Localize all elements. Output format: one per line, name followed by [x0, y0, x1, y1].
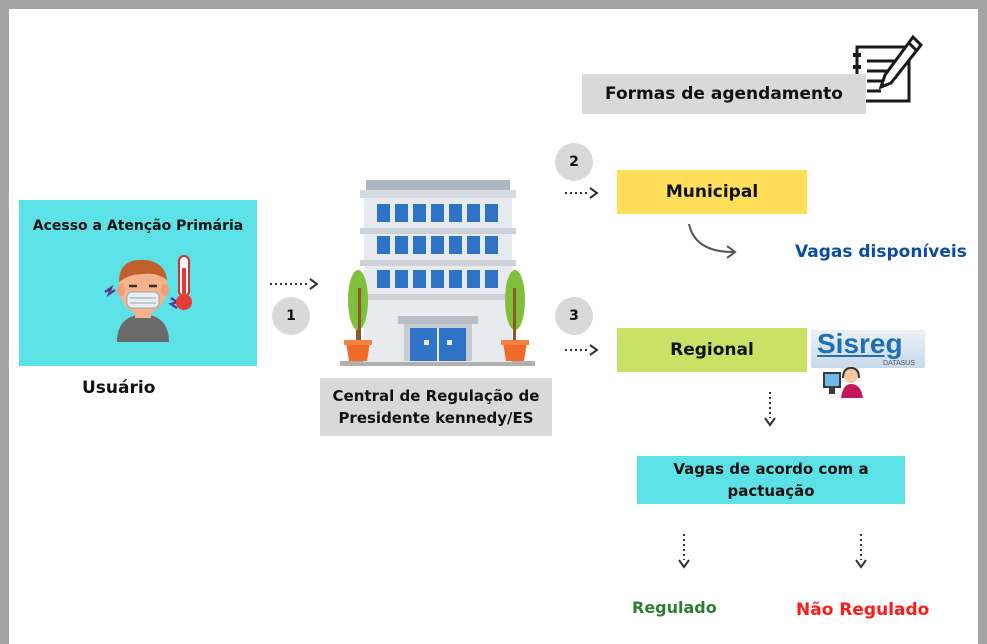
central-line-1: Central de Regulação de	[332, 387, 540, 405]
notepad-pen-icon	[853, 34, 924, 103]
vagas-disponiveis-label: Vagas disponíveis	[795, 242, 967, 262]
municipal-label: Municipal	[665, 182, 759, 202]
regional-box: Regional	[617, 328, 807, 372]
step-1-number: 1	[286, 308, 296, 324]
nao-regulado-label: Não Regulado	[796, 600, 930, 620]
pactuacao-box: Vagas de acordo com a pactuação	[637, 456, 905, 504]
step-3-number: 3	[569, 308, 579, 324]
sisreg-logo-banner	[811, 330, 925, 368]
sisreg-operator-icon	[823, 366, 863, 398]
dotted-arrow-1	[270, 278, 319, 290]
title-label: Formas de agendamento	[605, 84, 843, 104]
step-1-badge: 1	[272, 297, 310, 335]
municipal-box: Municipal	[617, 170, 807, 214]
user-label: Usuário	[82, 378, 156, 398]
regulado-label: Regulado	[632, 598, 717, 617]
title-box: Formas de agendamento	[582, 74, 866, 114]
pactuacao-line-1: Vagas de acordo com a	[673, 460, 869, 478]
dotted-arrow-2	[565, 187, 599, 199]
regional-label: Regional	[670, 340, 754, 360]
dotted-arrow-down-regional	[764, 392, 776, 427]
central-line-2: Presidente kennedy/ES	[338, 409, 534, 427]
building-icon	[340, 180, 535, 366]
sisreg-logo-subtext: DATASUS	[883, 360, 916, 367]
patient-box-label: Acesso a Atenção Primária	[32, 218, 244, 234]
curved-arrow	[688, 223, 737, 259]
dotted-arrow-down-nao-regulado	[855, 534, 867, 569]
step-2-number: 2	[569, 154, 579, 170]
step-2-badge: 2	[555, 143, 593, 181]
sisreg-logo-text: Sisreg	[817, 328, 903, 359]
pactuacao-line-2: pactuação	[727, 482, 815, 500]
dotted-arrow-down-regulado	[678, 534, 690, 569]
sisreg-logo-icon: Sisreg DATASUS	[811, 328, 925, 398]
sick-patient-with-mask-and-thermometer-icon	[104, 255, 192, 342]
central-regulacao-box: Central de Regulação de Presidente kenne…	[320, 378, 552, 436]
patient-box: Acesso a Atenção Primária	[19, 200, 257, 366]
step-3-badge: 3	[555, 297, 593, 335]
dotted-arrow-3	[565, 344, 599, 356]
